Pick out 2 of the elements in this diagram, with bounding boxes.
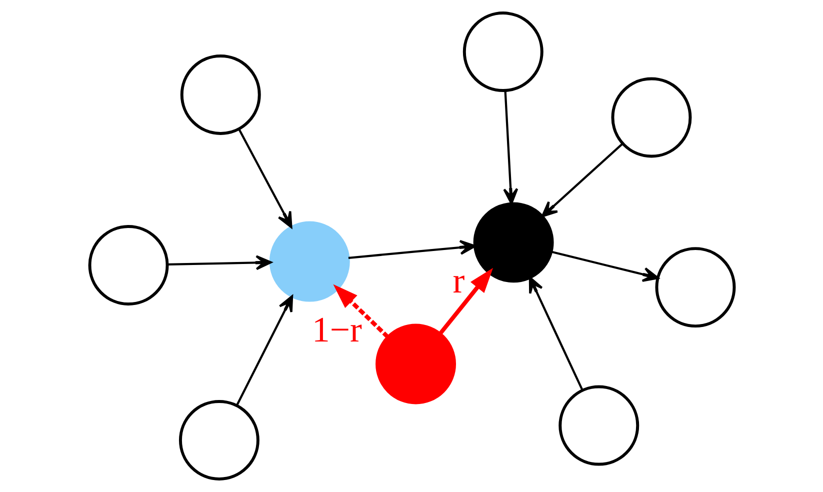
edge-label: 1−r (312, 309, 362, 350)
edge-label: r (452, 260, 464, 300)
